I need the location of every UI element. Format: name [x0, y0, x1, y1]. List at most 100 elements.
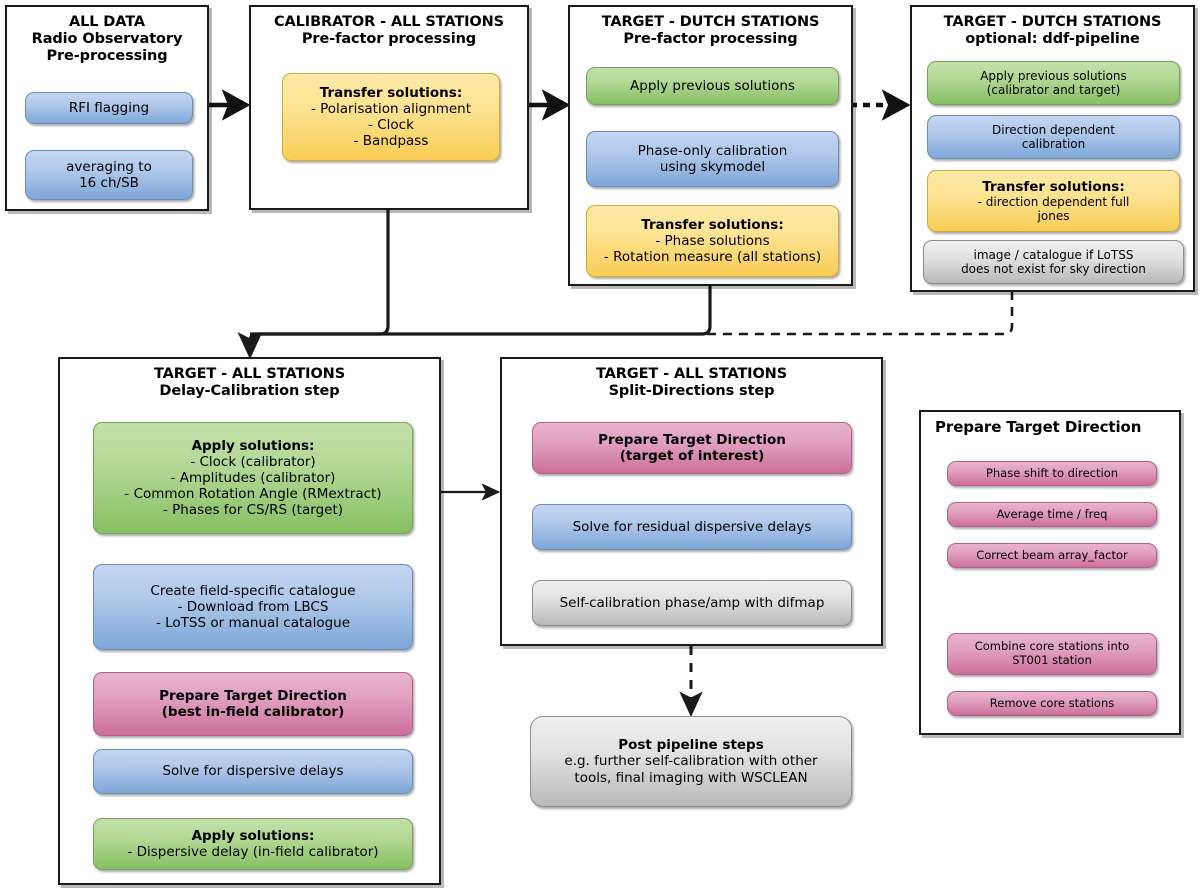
- step-line-2: using skymodel: [659, 159, 766, 175]
- step-sd-solve-residual-delays[interactable]: Solve for residual dispersive delays: [532, 504, 852, 550]
- title-line-2: Pre-factor processing: [301, 31, 477, 48]
- step-label: Apply previous solutions: [630, 77, 795, 94]
- title-line-1: ALL DATA: [68, 14, 146, 30]
- step-label: Correct beam array_factor: [976, 547, 1128, 562]
- step-line-3: - Common Rotation Angle (RMextract): [124, 486, 382, 503]
- step-line-4: - Phases for CS/RS (target): [162, 502, 343, 519]
- step-label: Self-calibration phase/amp with difmap: [559, 594, 825, 611]
- step-line-2: calibration: [1021, 137, 1086, 151]
- step-line-1: e.g. further self-calibration with other: [564, 753, 818, 770]
- step-line-1: - Clock (calibrator): [190, 453, 316, 470]
- step-line-1: Phase-only calibration: [637, 142, 788, 159]
- step-phase-only-calibration[interactable]: Phase-only calibration using skymodel: [586, 131, 839, 187]
- step-line-1: Direction dependent: [992, 122, 1115, 137]
- step-line-1: (best in-field calibrator): [161, 704, 345, 720]
- step-head: Apply solutions:: [191, 827, 315, 844]
- step-post-pipeline[interactable]: Post pipeline steps e.g. further self-ca…: [530, 716, 852, 807]
- step-averaging[interactable]: averaging to 16 ch/SB: [25, 150, 193, 200]
- step-dc-apply-solutions[interactable]: Apply solutions: - Clock (calibrator) - …: [93, 422, 413, 534]
- step-dc-apply-dispersive-delay[interactable]: Apply solutions: - Dispersive delay (in-…: [93, 818, 413, 870]
- step-rfi-flagging[interactable]: RFI flagging: [25, 92, 193, 124]
- step-label: Solve for residual dispersive delays: [572, 518, 812, 535]
- step-label: RFI flagging: [68, 99, 150, 116]
- step-head: Prepare Target Direction: [159, 687, 347, 704]
- panel-delay-calibration: TARGET - ALL STATIONS Delay-Calibration …: [58, 357, 441, 885]
- step-line-1: Apply previous solutions: [980, 68, 1127, 83]
- panel-delay-calibration-title: TARGET - ALL STATIONS Delay-Calibration …: [66, 366, 433, 400]
- panel-calibrator-title: CALIBRATOR - ALL STATIONS Pre-factor pro…: [257, 14, 521, 48]
- panel-target-dutch: TARGET - DUTCH STATIONS Pre-factor proce…: [568, 5, 853, 286]
- panel-ddf-title: TARGET - DUTCH STATIONS optional: ddf-pi…: [918, 14, 1187, 48]
- title-line-1: TARGET - DUTCH STATIONS: [943, 14, 1162, 30]
- step-line-2: - Clock: [368, 117, 414, 133]
- step-label: Remove core stations: [989, 695, 1115, 710]
- step-line-2: (calibrator and target): [986, 83, 1121, 97]
- step-transfer-solutions-calibrator[interactable]: Transfer solutions: - Polarisation align…: [282, 73, 500, 161]
- step-ddf-transfer-solutions[interactable]: Transfer solutions: - direction dependen…: [927, 170, 1180, 232]
- line-calibrator-down: [250, 209, 390, 336]
- step-line-1: - Dispersive delay (in-field calibrator): [127, 844, 379, 860]
- step-head: Apply solutions:: [191, 437, 315, 454]
- step-dc-create-catalogue[interactable]: Create field-specific catalogue - Downlo…: [93, 564, 413, 650]
- step-apply-previous-solutions[interactable]: Apply previous solutions: [586, 67, 839, 105]
- line-ddf-dashed-down: [390, 291, 1014, 336]
- step-head: Post pipeline steps: [618, 737, 764, 754]
- title-line-1: TARGET - ALL STATIONS: [153, 366, 346, 382]
- arrow-dutch-to-delaycal: [237, 285, 712, 360]
- step-line-1: Create field-specific catalogue: [150, 582, 356, 599]
- title-line-1: TARGET - DUTCH STATIONS: [601, 14, 820, 30]
- title-line-1: TARGET - ALL STATIONS: [595, 366, 788, 382]
- step-line-3: - Bandpass: [353, 133, 429, 150]
- step-pt-combine-core-stations[interactable]: Combine core stations into ST001 station: [947, 633, 1157, 675]
- title-line-3: Pre-processing: [46, 48, 168, 65]
- step-line-1: - direction dependent full: [977, 194, 1130, 209]
- step-pt-phase-shift[interactable]: Phase shift to direction: [947, 461, 1157, 486]
- step-line-2: jones: [1037, 209, 1070, 224]
- step-line-1: - Polarisation alignment: [310, 100, 472, 117]
- step-pt-correct-beam[interactable]: Correct beam array_factor: [947, 543, 1157, 568]
- step-label: Average time / freq: [996, 506, 1108, 521]
- step-line-2: - Amplitudes (calibrator): [170, 469, 336, 486]
- step-line-2: - Rotation measure (all stations): [603, 249, 822, 266]
- step-line-2: does not exist for sky direction: [961, 262, 1146, 276]
- step-ddf-apply-previous[interactable]: Apply previous solutions (calibrator and…: [927, 61, 1180, 105]
- step-line-1: image / catalogue if LoTSS: [973, 247, 1134, 262]
- step-head: Transfer solutions:: [641, 216, 784, 233]
- step-sd-prepare-target-direction[interactable]: Prepare Target Direction (target of inte…: [532, 422, 852, 474]
- step-dc-solve-dispersive-delays[interactable]: Solve for dispersive delays: [93, 749, 413, 794]
- step-line-3: - LoTSS or manual catalogue: [155, 615, 351, 632]
- panel-split-directions-title: TARGET - ALL STATIONS Split-Directions s…: [508, 366, 875, 400]
- step-line-2: ST001 station: [1012, 653, 1092, 667]
- title-line-2: Pre-factor processing: [623, 31, 798, 48]
- step-sd-self-calibration-difmap[interactable]: Self-calibration phase/amp with difmap: [532, 580, 852, 626]
- step-pt-remove-core-stations[interactable]: Remove core stations: [947, 691, 1157, 716]
- step-ddf-image-catalogue[interactable]: image / catalogue if LoTSS does not exis…: [923, 240, 1184, 284]
- title-line-2: optional: ddf-pipeline: [965, 31, 1140, 48]
- panel-prepare-target-title: Prepare Target Direction: [935, 418, 1173, 437]
- step-transfer-solutions-dutch[interactable]: Transfer solutions: - Phase solutions - …: [586, 205, 839, 277]
- step-head: Transfer solutions:: [982, 178, 1125, 195]
- title-line-2: Split-Directions step: [608, 383, 775, 400]
- step-label-line-2: 16 ch/SB: [79, 175, 139, 191]
- step-head: Prepare Target Direction: [598, 431, 786, 448]
- panel-calibrator: CALIBRATOR - ALL STATIONS Pre-factor pro…: [249, 5, 529, 210]
- panel-ddf-pipeline: TARGET - DUTCH STATIONS optional: ddf-pi…: [910, 5, 1195, 292]
- step-head: Transfer solutions:: [319, 84, 463, 101]
- title-line-2: Radio Observatory: [31, 31, 183, 48]
- step-label: Phase shift to direction: [985, 465, 1119, 480]
- step-pt-average-time-freq[interactable]: Average time / freq: [947, 502, 1157, 527]
- panel-all-data-title: ALL DATA Radio Observatory Pre-processin…: [13, 14, 201, 65]
- title-line-1: CALIBRATOR - ALL STATIONS: [273, 14, 505, 30]
- panel-target-dutch-title: TARGET - DUTCH STATIONS Pre-factor proce…: [576, 14, 845, 48]
- step-line-2: - Download from LBCS: [177, 598, 329, 615]
- panel-split-directions: TARGET - ALL STATIONS Split-Directions s…: [500, 357, 883, 646]
- step-label: Solve for dispersive delays: [162, 763, 344, 780]
- panel-prepare-target-direction: Prepare Target Direction Phase shift to …: [919, 410, 1181, 735]
- title-line-1: Prepare Target Direction: [935, 418, 1142, 436]
- step-line-2: tools, final imaging with WSCLEAN: [574, 769, 808, 786]
- step-line-1: - Phase solutions: [655, 232, 770, 249]
- step-ddf-direction-dependent-cal[interactable]: Direction dependent calibration: [927, 115, 1180, 159]
- panel-all-data: ALL DATA Radio Observatory Pre-processin…: [5, 5, 209, 211]
- step-dc-prepare-target-direction[interactable]: Prepare Target Direction (best in-field …: [93, 672, 413, 736]
